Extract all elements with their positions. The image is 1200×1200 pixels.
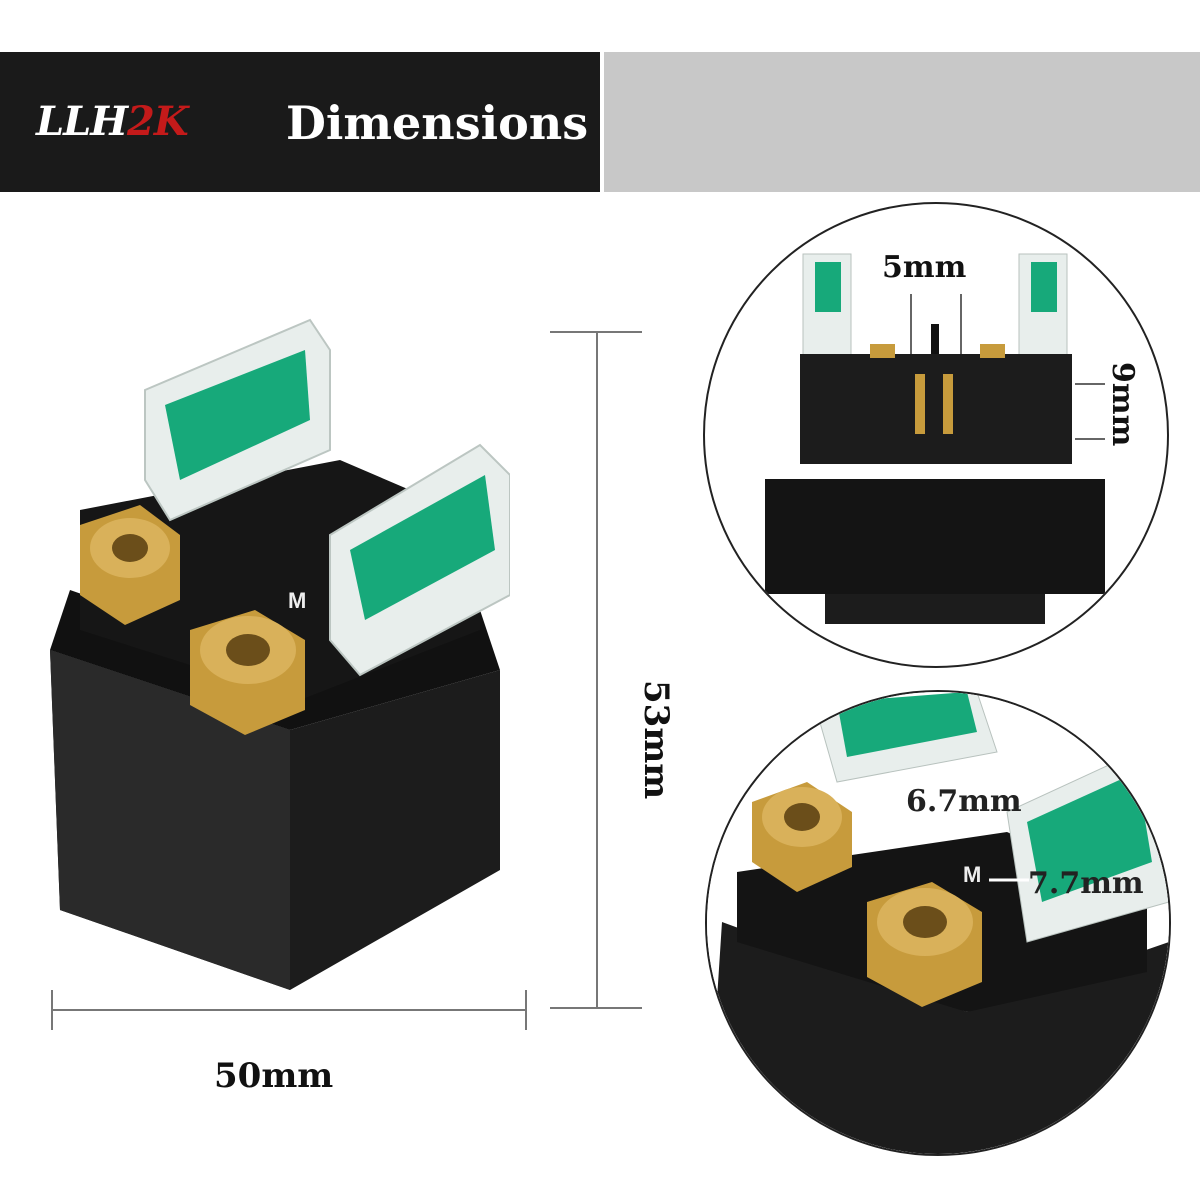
logo-prefix: LLH	[36, 98, 128, 145]
brass-terminal-right	[190, 610, 305, 735]
height-dimension-line	[550, 331, 642, 1009]
height-label: 53mm	[636, 680, 676, 800]
solenoid-main-image: M	[50, 318, 510, 990]
body-front-face	[50, 650, 290, 990]
page-title: Dimensions	[286, 96, 589, 150]
svg-text:M: M	[963, 862, 981, 887]
header-dark-panel	[0, 52, 600, 192]
bolt-b-label: 7.7mm	[1028, 866, 1144, 901]
left-fuse	[144, 318, 331, 522]
terminal-marking: M	[288, 588, 306, 613]
brass-terminal-left	[80, 505, 180, 625]
inset-top-circle	[703, 202, 1169, 668]
terminal-height-label: 9mm	[1105, 362, 1140, 447]
terminal-gap-label: 5mm	[882, 250, 967, 285]
header-gray-panel	[604, 52, 1200, 192]
logo-accent: 2K	[127, 98, 189, 145]
brand-logo: LLH2K	[36, 98, 189, 145]
inset-top-image	[765, 253, 1105, 624]
inset-bottom-image: M	[707, 692, 1169, 1154]
width-dimension-line	[51, 990, 527, 1030]
width-label: 50mm	[214, 1056, 334, 1096]
bolt-a-label: 6.7mm	[906, 784, 1022, 819]
right-fuse	[329, 443, 510, 677]
inset-bottom-circle: M	[705, 690, 1171, 1156]
